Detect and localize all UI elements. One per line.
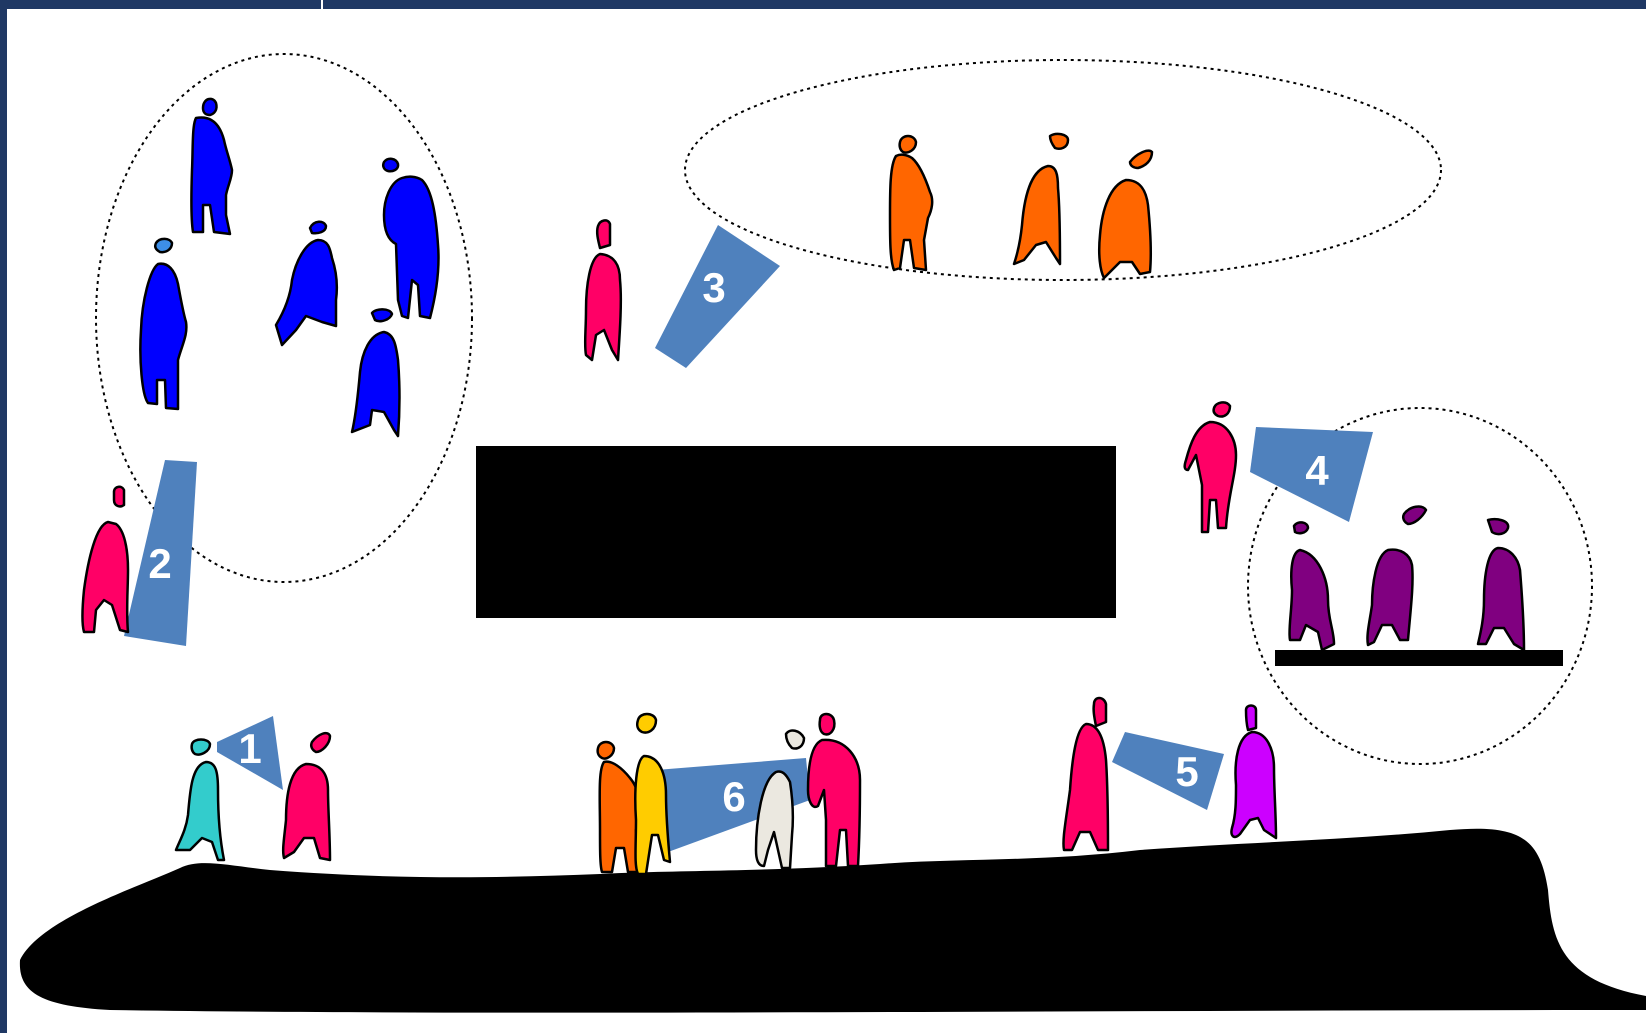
beam-number-5: 5 xyxy=(1175,748,1198,795)
beam-number-2: 2 xyxy=(148,540,171,587)
beam-number-1: 1 xyxy=(238,725,261,772)
beam-number-4: 4 xyxy=(1305,447,1329,494)
beam-number-6: 6 xyxy=(722,773,745,820)
beam-number-3: 3 xyxy=(702,264,725,311)
stage-platform xyxy=(1275,650,1563,666)
central-black-block xyxy=(476,446,1116,618)
